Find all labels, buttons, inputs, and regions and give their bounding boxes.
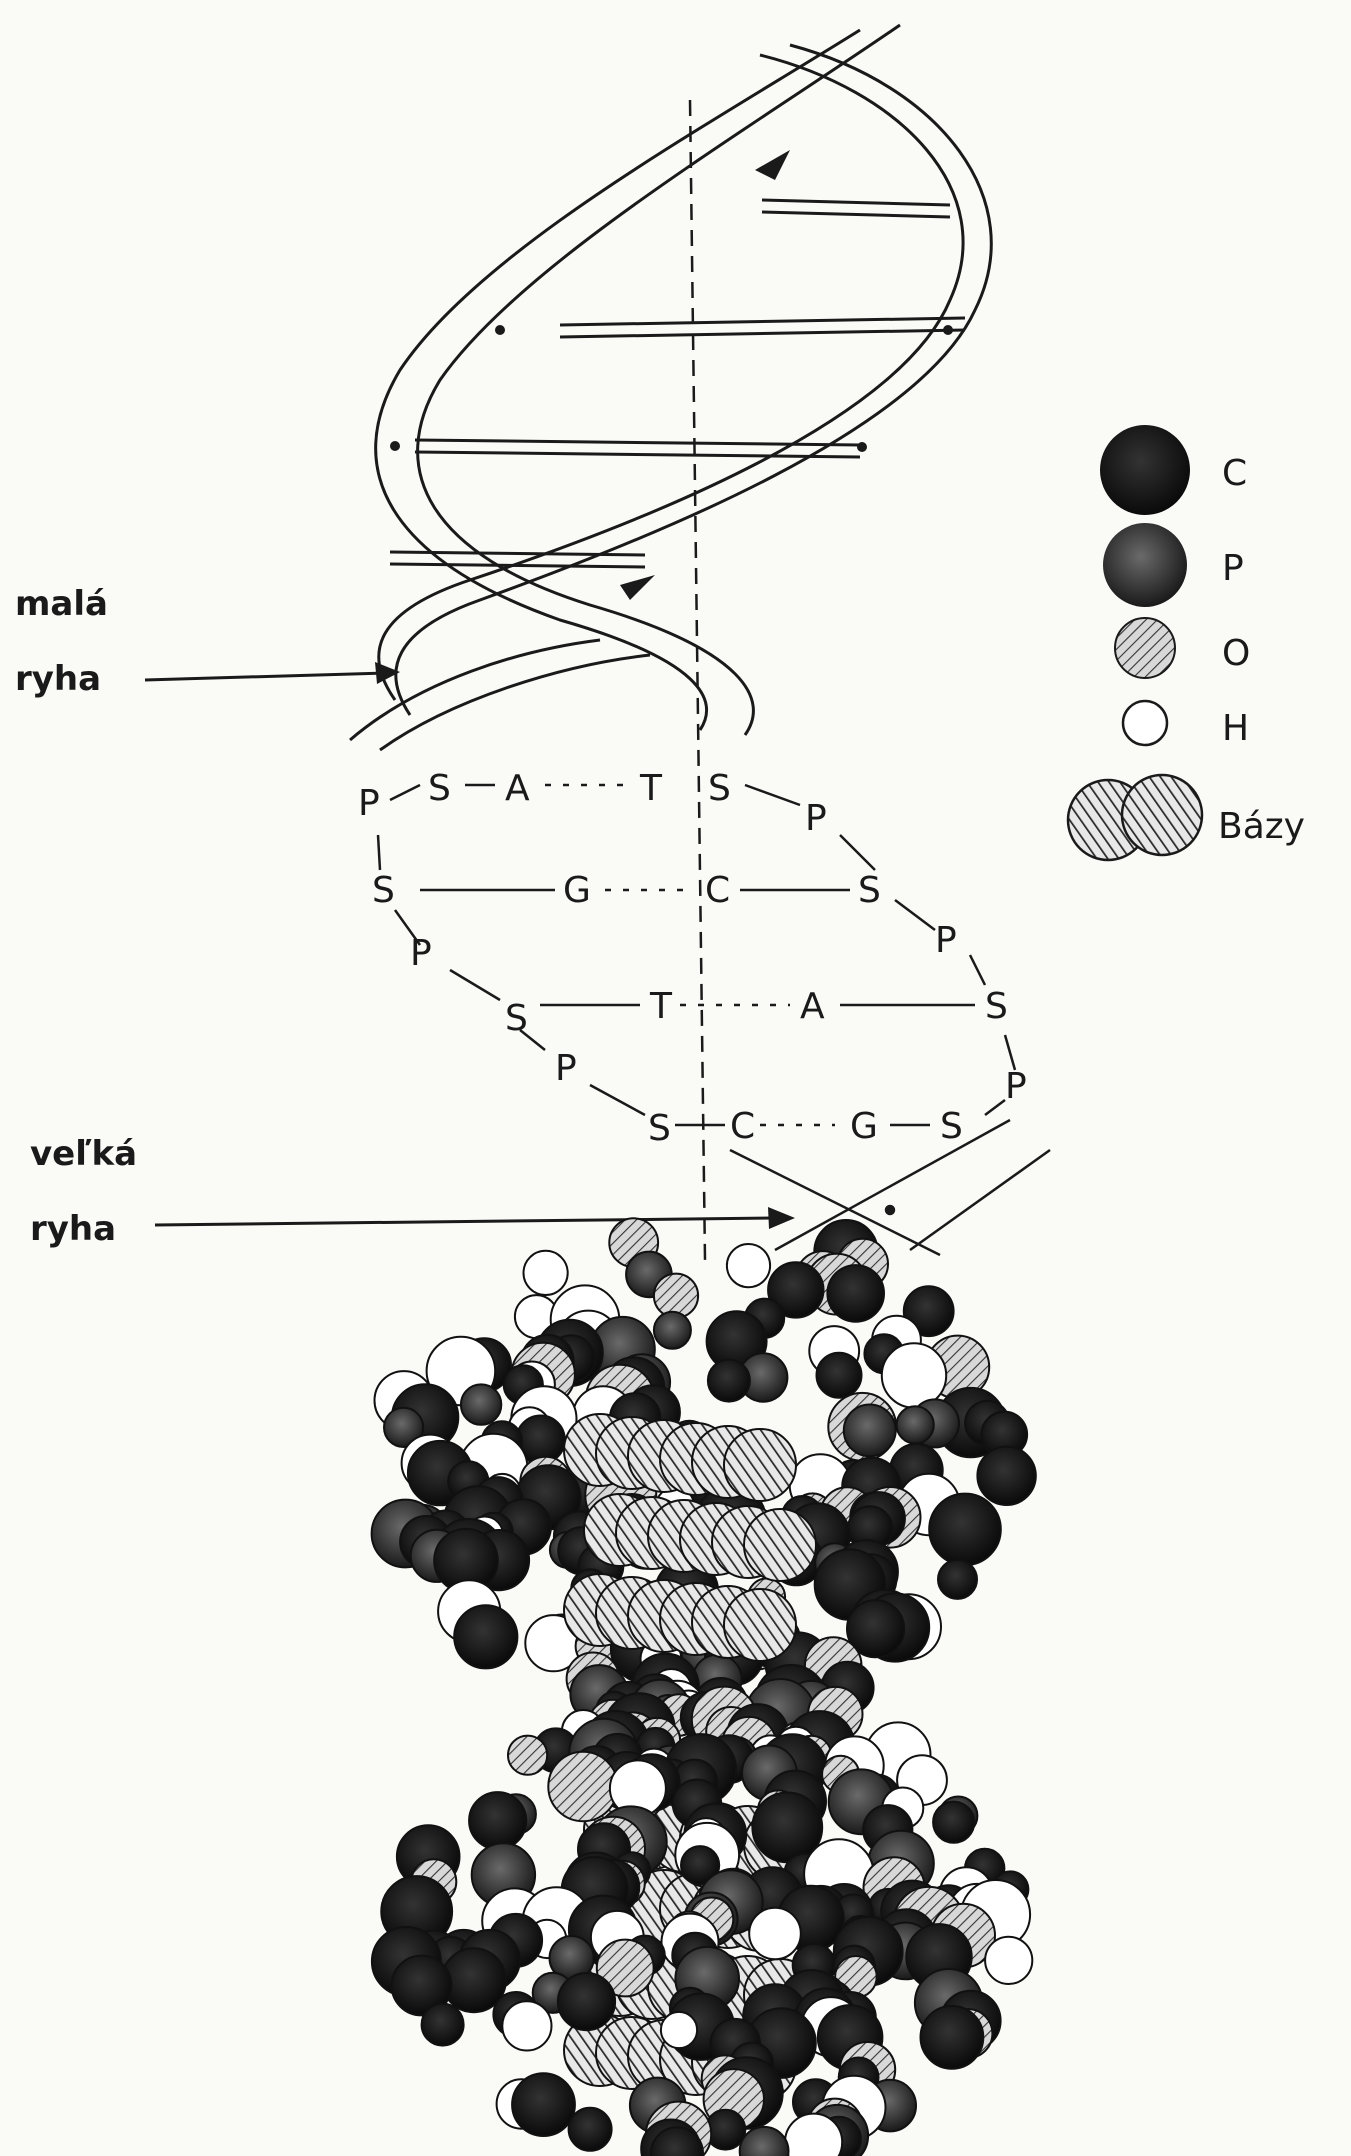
row1-lbase: A xyxy=(505,768,530,809)
row2-right: P xyxy=(935,920,957,961)
legend-label-bases: Bázy xyxy=(1218,806,1305,847)
oxygen-atom-icon xyxy=(1115,618,1175,678)
atom-sphere xyxy=(938,1560,977,1599)
atom-sphere xyxy=(524,1251,568,1295)
row1-rbase: T xyxy=(639,768,663,809)
bases-icon xyxy=(1068,775,1202,860)
row1-rsugar: S xyxy=(708,768,731,809)
legend-label-p: P xyxy=(1222,548,1244,589)
row4-rsugar: S xyxy=(940,1106,963,1147)
legend-label-h: H xyxy=(1222,708,1249,749)
row2-left: S xyxy=(372,870,395,911)
carbon-atom-icon xyxy=(1100,425,1190,515)
helix-ribbon xyxy=(350,25,991,750)
atom-sphere xyxy=(977,1447,1035,1505)
atom-sphere xyxy=(569,2108,612,2151)
minor-groove-callout: malá ryha xyxy=(15,584,400,699)
atom-sphere xyxy=(502,2001,551,2050)
base-sphere xyxy=(724,1429,796,1501)
row1-lsugar: S xyxy=(428,768,451,809)
atom-sphere xyxy=(508,1736,547,1775)
legend: C P O H Bázy xyxy=(1068,425,1305,860)
ladder-letters: P S A T S P S G C S P P S T A S P P S C … xyxy=(358,768,1027,1149)
atom-sphere xyxy=(422,2004,464,2046)
atom-sphere xyxy=(661,2012,697,2048)
atom-sphere xyxy=(558,1973,615,2030)
back-strand xyxy=(379,55,963,700)
atom-sphere xyxy=(469,1792,526,1849)
atom-sphere xyxy=(882,1343,946,1407)
row2-rbase: C xyxy=(705,870,730,911)
hydrogen-atom-icon xyxy=(1123,701,1167,745)
row4-lbase: C xyxy=(730,1106,755,1147)
arrow-head-icon xyxy=(768,1207,795,1229)
major-groove-label-line1: veľká xyxy=(30,1134,137,1174)
row3-rsugar: S xyxy=(985,986,1008,1027)
atom-sphere xyxy=(897,1406,934,1443)
atom-sphere xyxy=(844,1405,896,1457)
space-filling-model xyxy=(372,1218,1036,2156)
atom-sphere xyxy=(454,1605,517,1668)
row4-lsugar: S xyxy=(648,1108,671,1149)
atom-sphere xyxy=(985,1937,1032,1984)
schematic-ladder xyxy=(378,785,1050,1255)
row2-rsugar: S xyxy=(858,870,881,911)
row1-right: P xyxy=(805,798,827,839)
atom-sphere xyxy=(929,1494,1001,1566)
atom-sphere xyxy=(817,1353,862,1398)
minor-groove-label-line2: ryha xyxy=(15,659,101,699)
base-sphere xyxy=(724,1589,796,1661)
atom-sphere xyxy=(921,2006,984,2069)
front-strand xyxy=(376,30,860,730)
legend-label-o: O xyxy=(1222,633,1250,674)
major-groove-callout: veľká ryha xyxy=(30,1134,795,1249)
atom-sphere xyxy=(512,2073,575,2136)
atom-sphere xyxy=(461,1384,501,1424)
row3-right: P xyxy=(1005,1066,1027,1107)
atom-sphere xyxy=(548,1752,617,1821)
atom-sphere xyxy=(933,1802,974,1843)
atom-sphere xyxy=(749,1908,801,1960)
rungs xyxy=(390,200,965,567)
row2-lbase: G xyxy=(563,870,591,911)
minor-groove-label-line1: malá xyxy=(15,584,108,624)
legend-label-c: C xyxy=(1222,453,1247,494)
row3-lsugar: S xyxy=(505,998,528,1039)
base-sphere xyxy=(744,1509,816,1581)
row4-left: P xyxy=(555,1048,577,1089)
row1-left: P xyxy=(358,783,380,824)
atom-sphere xyxy=(654,1312,691,1349)
row4-rbase: G xyxy=(850,1106,878,1147)
major-groove-label-line2: ryha xyxy=(30,1209,116,1249)
row3-left: P xyxy=(410,933,432,974)
front-strand-edge xyxy=(418,25,900,735)
phosphorus-atom-icon xyxy=(1103,523,1187,607)
atom-sphere xyxy=(827,1265,884,1322)
row3-rbase: A xyxy=(800,986,825,1027)
back-strand-edge xyxy=(396,45,991,715)
atom-sphere xyxy=(727,1244,770,1287)
atom-sphere xyxy=(708,1360,750,1402)
row3-lbase: T xyxy=(649,986,673,1027)
atom-sphere xyxy=(740,2127,789,2156)
